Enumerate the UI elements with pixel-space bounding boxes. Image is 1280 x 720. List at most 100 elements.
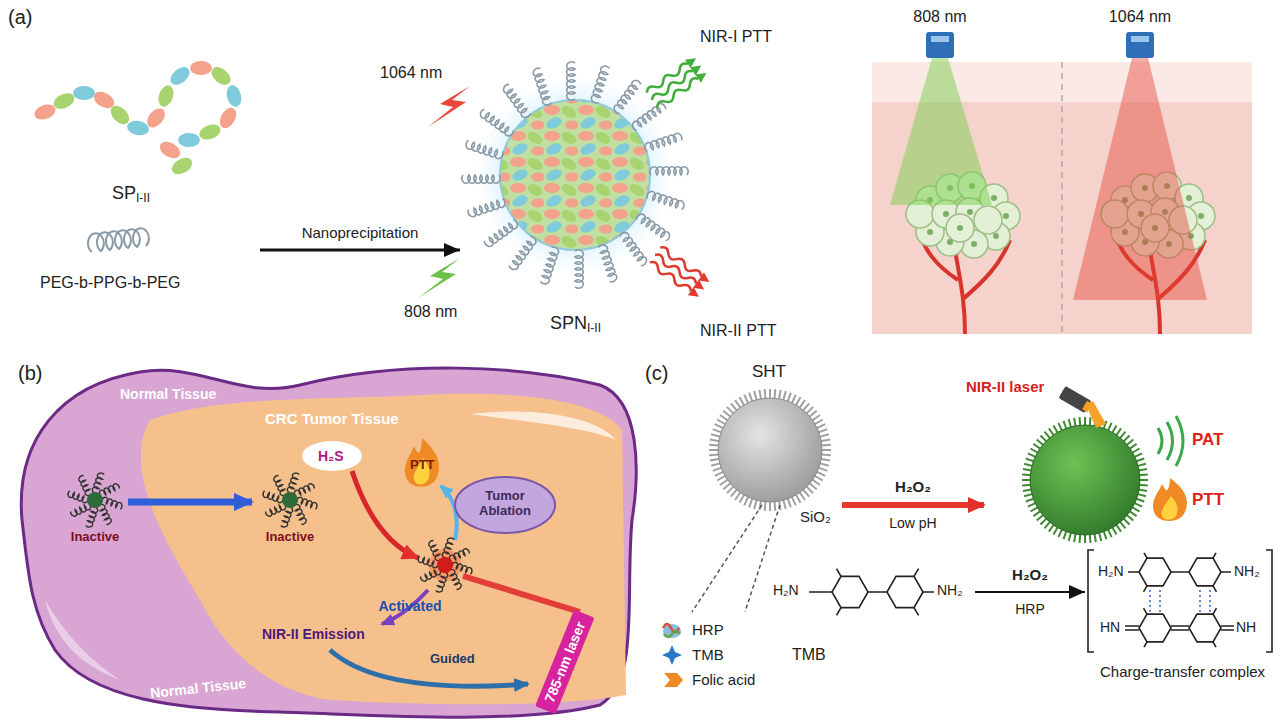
- ptt-flame: [1153, 478, 1187, 521]
- label: Activated: [378, 598, 441, 614]
- sht-sphere: [718, 398, 822, 502]
- benzene-ring: [832, 576, 868, 607]
- edge-label: Nanoprecipitation: [299, 224, 422, 241]
- zoom-lines: [692, 505, 780, 612]
- ptt-arrow: [441, 486, 457, 540]
- transport-arrow: [128, 499, 252, 506]
- peg-coil: [484, 219, 520, 248]
- reaction-arrow: [842, 502, 984, 508]
- tissue-region: [21, 368, 636, 717]
- probe-core: [282, 492, 298, 508]
- ptt-flame: [1153, 478, 1187, 521]
- probe-arm: [293, 503, 308, 525]
- tissue-illustration: [1073, 58, 1207, 300]
- peg-coil: [636, 212, 672, 241]
- nanoprobes: [67, 472, 473, 593]
- label: Inactive: [266, 530, 314, 545]
- label: H₂O₂: [895, 478, 931, 495]
- node-text: NH₂: [937, 582, 963, 598]
- tissue-illustration: [890, 58, 992, 205]
- node-text: I-II: [587, 322, 601, 336]
- edge-label: H₂O₂: [1009, 566, 1051, 583]
- polymer-chain: [126, 119, 150, 137]
- label: NIR-I PTT: [700, 28, 772, 46]
- probe-arm: [273, 475, 288, 497]
- probe-arm: [428, 540, 443, 562]
- label: PTT: [410, 458, 435, 473]
- methyl-bond: [1144, 642, 1147, 647]
- tissue-region: [470, 412, 616, 440]
- probe-arm: [265, 503, 287, 518]
- label: PTT: [1192, 490, 1224, 510]
- benzene-ring: [1139, 614, 1171, 642]
- polymer-node: SPI-II: [30, 35, 260, 260]
- node-text: I-II: [136, 192, 150, 206]
- probe-core: [87, 492, 103, 508]
- label: 1064 nm: [1109, 8, 1171, 26]
- node-text: SP: [112, 183, 136, 204]
- methyl-bond: [1213, 608, 1217, 614]
- probe-arm: [98, 503, 113, 525]
- nir-i-waves: [644, 54, 709, 111]
- peg-coil: [540, 246, 560, 285]
- node-text: H₂N: [1098, 563, 1124, 579]
- node-text: Charge-transfer complex: [1100, 663, 1265, 680]
- methyl-bond: [1213, 553, 1216, 558]
- methyl-bond: [914, 608, 919, 616]
- node-text: SPN: [550, 313, 587, 334]
- green-sphere: [1022, 417, 1148, 543]
- polymer-chain: [197, 122, 222, 143]
- nir-i-waves: [690, 61, 704, 75]
- polymer-chain: [73, 86, 95, 100]
- green-sphere: [1030, 425, 1140, 535]
- node-text: NH₂: [1234, 563, 1260, 579]
- peg-coil: [502, 84, 531, 120]
- tissue-illustration: [931, 36, 949, 42]
- hrp-icon: [663, 624, 681, 638]
- label: 1064 nm: [380, 64, 442, 82]
- label: Tumor Ablation: [467, 489, 543, 519]
- probe-core: [437, 557, 453, 573]
- laser-icon: [1059, 386, 1094, 414]
- polymer-chain: [169, 154, 195, 177]
- legend-text: TMB: [692, 646, 724, 663]
- chemical-structures: [1128, 571, 1231, 573]
- methyl-bond: [914, 569, 919, 577]
- tissue-illustration: [926, 32, 954, 58]
- tmb-star: [662, 645, 682, 665]
- label: SiO₂: [800, 508, 831, 525]
- label: Normal Tissue: [120, 386, 216, 402]
- probe-arm: [293, 483, 315, 498]
- peg-coil: [650, 167, 688, 175]
- peg-coil: [479, 109, 515, 138]
- methyl-bond: [837, 608, 842, 616]
- label: Low pH: [889, 515, 936, 531]
- label: (b): [18, 362, 42, 385]
- probe-arm: [98, 483, 120, 498]
- activation-glow: [429, 549, 461, 581]
- methyl-bond: [1144, 586, 1148, 592]
- laser-bolt-808: [418, 258, 460, 298]
- chemical-structures: [1150, 590, 1210, 612]
- tissue-illustration: [1061, 62, 1063, 334]
- peg-coil: [88, 228, 149, 252]
- peg-coil: [465, 140, 504, 160]
- label: Guided: [430, 652, 475, 667]
- label: Inactive: [71, 530, 119, 545]
- laser-bolt-1064: [428, 86, 470, 127]
- legend-text: Folic acid: [692, 671, 755, 688]
- tissue-region: [141, 394, 626, 704]
- peg-coil: [468, 198, 507, 218]
- connector-arrow: [975, 591, 1085, 593]
- node-text: TMB: [792, 646, 826, 664]
- molecule-node: H₂N NH₂ TMB: [770, 556, 975, 676]
- peg-coil: [646, 190, 685, 210]
- label: 808 nm: [913, 8, 966, 26]
- node-text: SHT: [752, 362, 786, 382]
- node-text: HN: [1100, 619, 1120, 635]
- node-text: H₂N: [773, 582, 799, 598]
- flame: [405, 438, 439, 487]
- connector-arrow: [260, 249, 460, 252]
- activation-arrow: [352, 471, 418, 558]
